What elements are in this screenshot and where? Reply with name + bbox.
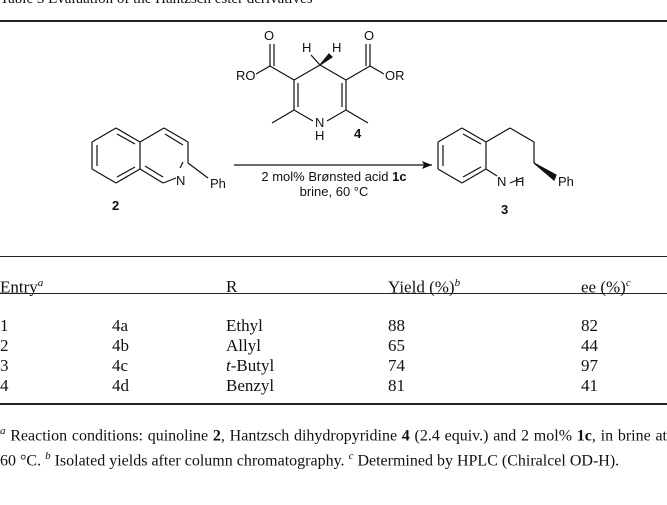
cell-ee: 82 xyxy=(581,316,598,335)
cell-entry: 3 xyxy=(0,356,9,375)
footnote-b-mark: b xyxy=(45,450,51,463)
cell-entry: 2 xyxy=(0,336,9,355)
reagent-compound-number: 4 xyxy=(354,126,362,141)
quinoline-structure xyxy=(91,127,209,184)
reagent-ring-nh: H xyxy=(315,128,324,143)
reagent-ro-label: RO xyxy=(236,68,256,83)
cell-r: t-Butyl xyxy=(226,356,275,375)
cell-yield: 81 xyxy=(388,376,405,395)
cell-ee: 97 xyxy=(581,356,598,375)
product-nh-label: H xyxy=(515,174,524,189)
reagent-h-right: H xyxy=(332,40,341,55)
hantzsch-ester-structure xyxy=(255,44,385,124)
reagent-or-label: OR xyxy=(385,68,405,83)
table-row: 2 4b Allyl 65 44 xyxy=(0,336,667,356)
cell-entry: 4 xyxy=(0,376,9,395)
table-caption: Table 3 Evaluation of the Hantzsch ester… xyxy=(0,0,313,8)
cell-ee: 44 xyxy=(581,336,598,355)
table-row: 3 4c t-Butyl 74 97 xyxy=(0,356,667,376)
reaction-arrow xyxy=(234,161,432,169)
reagent-carbonyl-o-right: O xyxy=(364,28,374,43)
arrow-condition-catalyst: 2 mol% Brønsted acid 1c xyxy=(261,169,406,184)
cell-yield: 74 xyxy=(388,356,405,375)
top-rule xyxy=(0,20,667,22)
substrate-compound-number: 2 xyxy=(112,198,119,213)
header-ee: ee (%)c xyxy=(581,276,631,297)
footnote-a-mark: a xyxy=(0,425,6,437)
reagent-carbonyl-o-left: O xyxy=(264,28,274,43)
cell-code: 4c xyxy=(112,356,129,375)
table-row: 1 4a Ethyl 88 82 xyxy=(0,316,667,336)
scheme-bottom-rule xyxy=(0,256,667,257)
product-n-label: N xyxy=(497,174,506,189)
table-header-row: Entrya R Yield (%)b ee (%)c xyxy=(0,258,667,316)
cell-r: Ethyl xyxy=(226,316,263,335)
reaction-scheme: O O RO OR H H N H 4 N Ph 2 N H Ph 3 2 mo… xyxy=(91,28,574,217)
table-row: 4 4d Benzyl 81 41 xyxy=(0,376,667,396)
cell-yield: 65 xyxy=(388,336,405,355)
cell-ee: 41 xyxy=(581,376,598,395)
cell-code: 4a xyxy=(112,316,129,335)
product-compound-number: 3 xyxy=(501,202,508,217)
footnote-c-mark: c xyxy=(348,450,354,463)
header-r: R xyxy=(226,277,238,296)
header-bottom-rule xyxy=(0,293,667,294)
cell-r: Allyl xyxy=(226,336,261,355)
reagent-ring-n: N xyxy=(315,115,324,130)
cell-code: 4b xyxy=(112,336,129,355)
cell-r: Benzyl xyxy=(226,376,275,395)
header-entry: Entrya xyxy=(0,276,44,297)
cell-code: 4d xyxy=(112,376,129,395)
substrate-n-label: N xyxy=(176,173,185,188)
header-code xyxy=(112,258,226,316)
tetrahydroquinoline-structure xyxy=(437,127,557,184)
header-yield: Yield (%)b xyxy=(388,276,461,297)
reagent-h-left: H xyxy=(302,40,311,55)
cell-yield: 88 xyxy=(388,316,405,335)
table-footnotes: a Reaction conditions: quinoline 2, Hant… xyxy=(0,425,667,470)
results-table: Entrya R Yield (%)b ee (%)c 1 4a Ethyl 8… xyxy=(0,258,667,396)
substrate-ph-label: Ph xyxy=(210,176,226,191)
product-ph-label: Ph xyxy=(558,174,574,189)
cell-entry: 1 xyxy=(0,316,9,335)
arrow-condition-medium: brine, 60 °C xyxy=(300,184,369,199)
table-bottom-rule xyxy=(0,403,667,405)
